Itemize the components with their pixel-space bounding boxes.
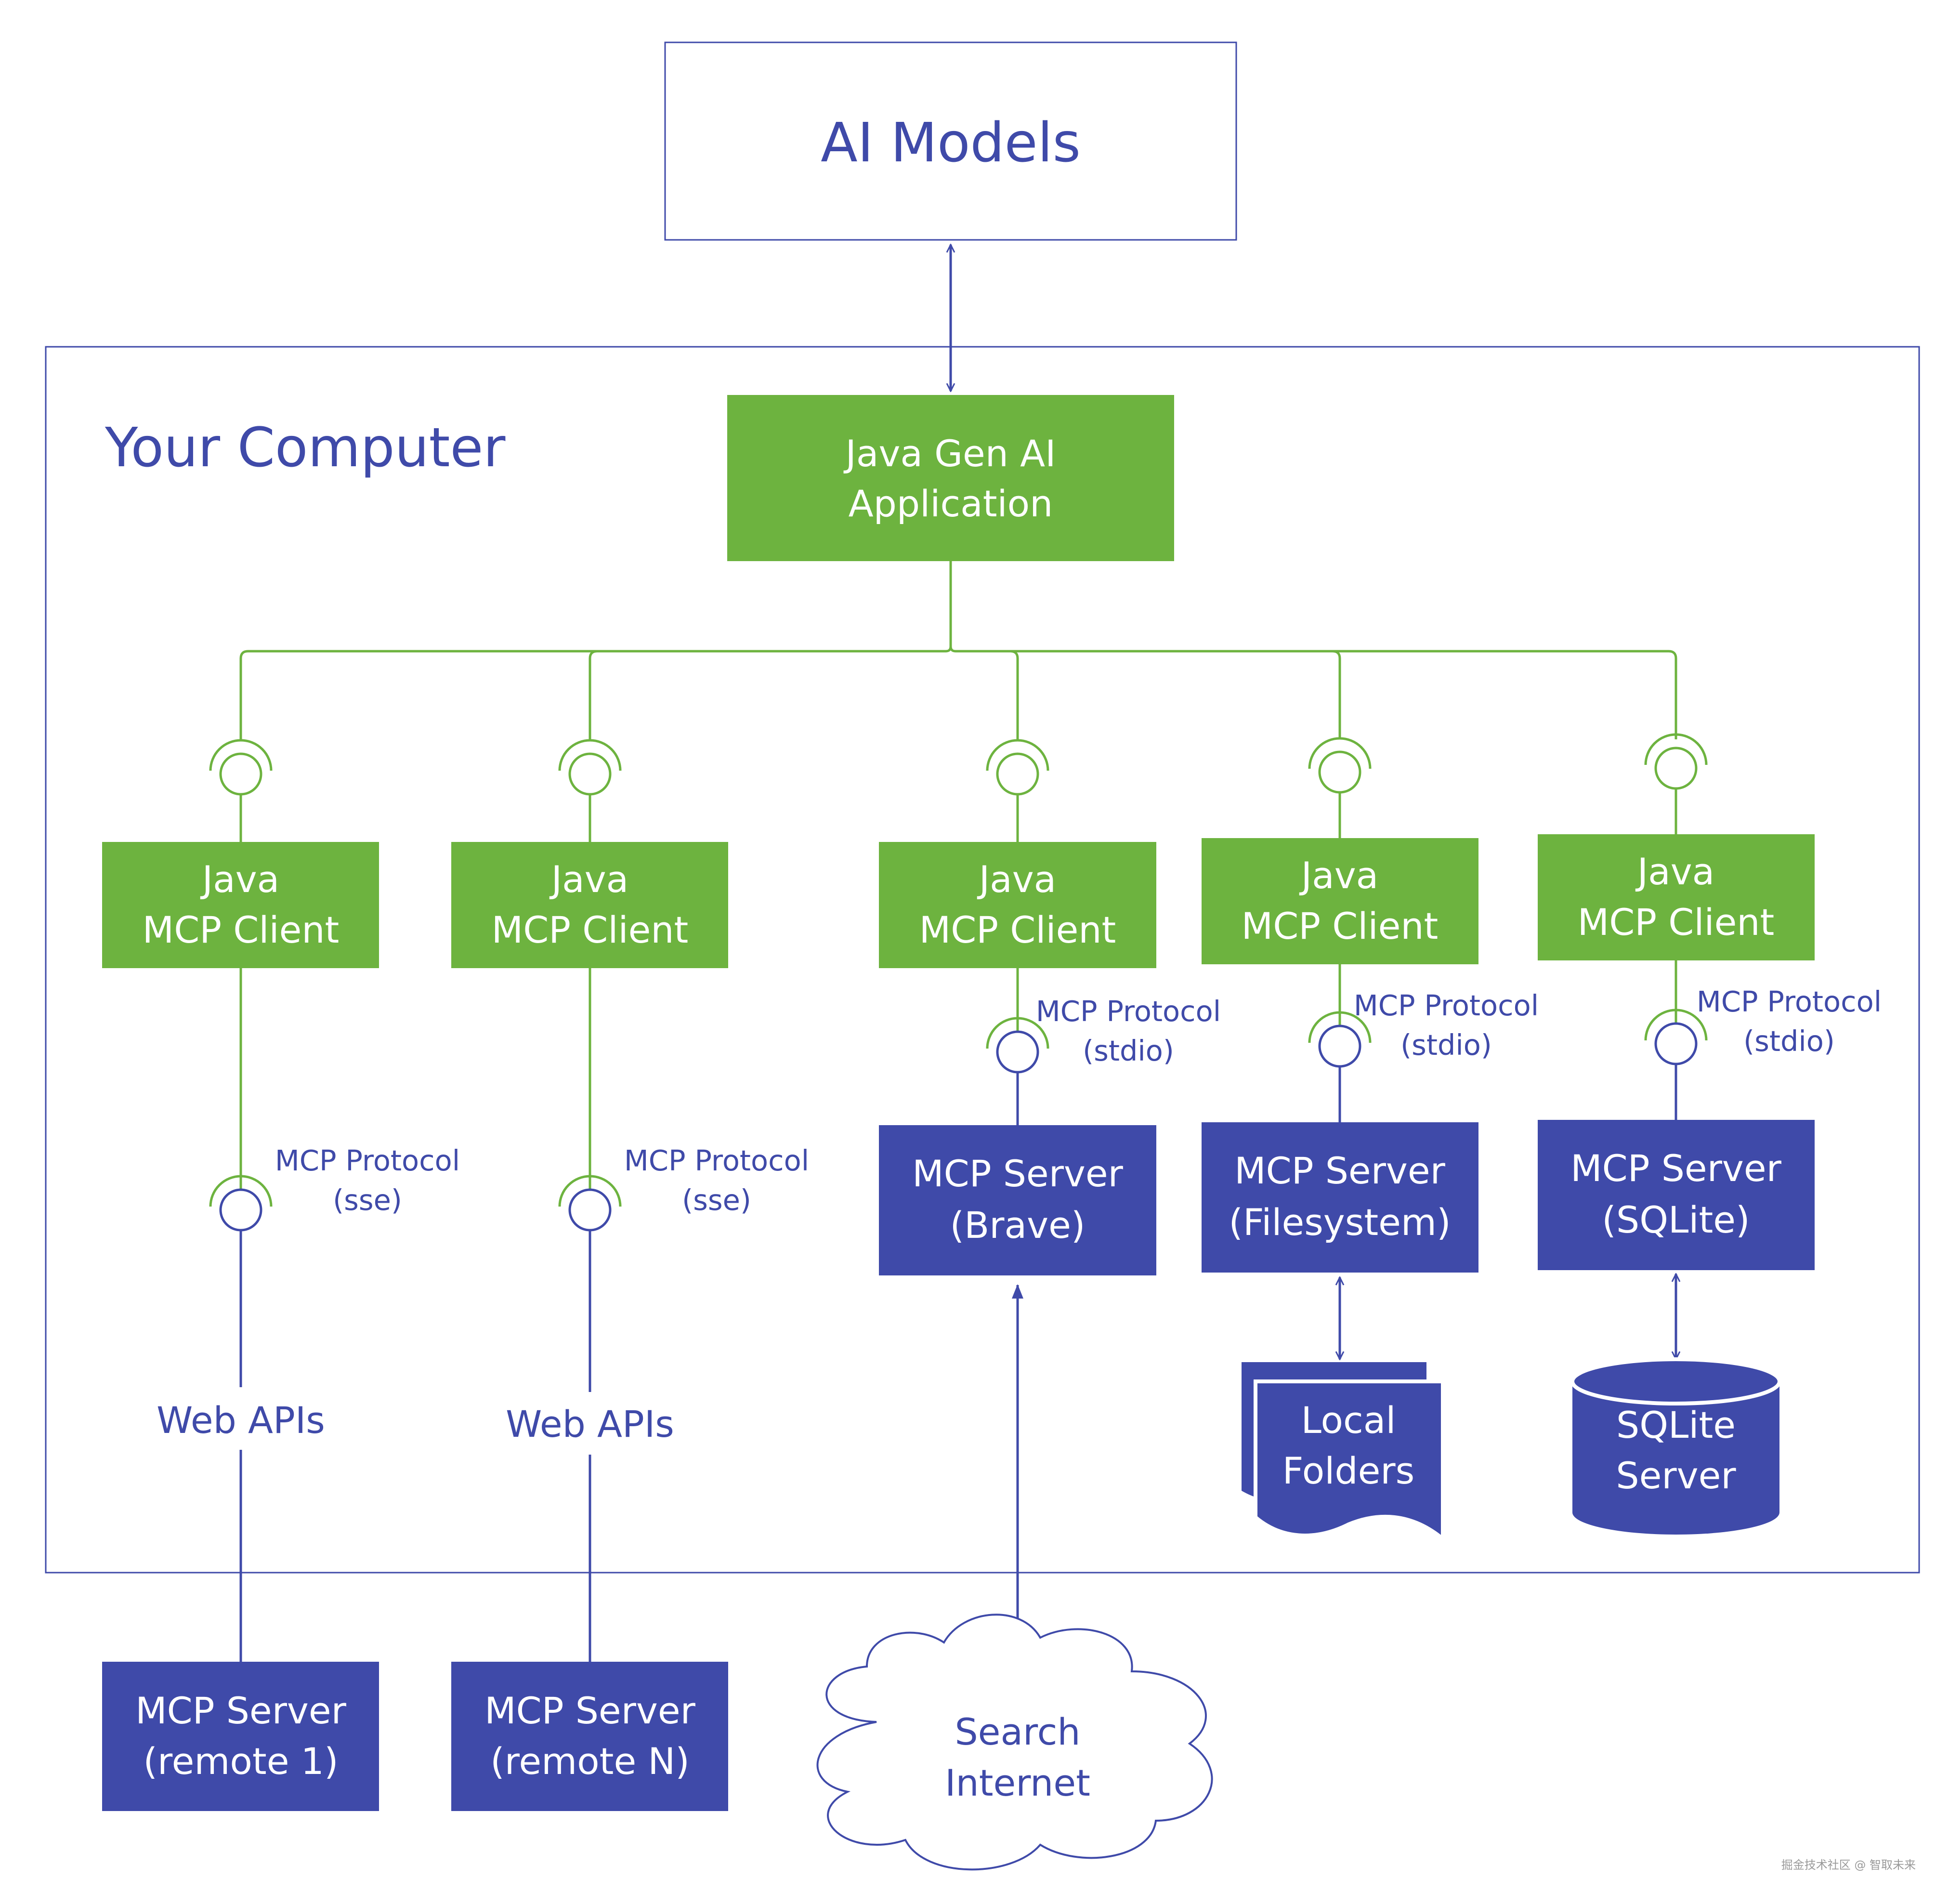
java-mcp-client-5: Java MCP Client: [1538, 834, 1815, 960]
mcp-server-remote-n: MCP Server (remote N): [451, 1662, 728, 1811]
server-sqlite-line1: MCP Server: [1570, 1147, 1782, 1190]
protocol-3-line1: MCP Protocol: [1036, 995, 1221, 1028]
server-filesystem-line2: (Filesystem): [1229, 1201, 1451, 1244]
app-label-line1: Java Gen AI: [843, 432, 1056, 475]
web-apis-label-1: Web APIs: [157, 1399, 325, 1442]
ai-models-label: AI Models: [821, 112, 1081, 174]
remote-n-line2: (remote N): [490, 1740, 690, 1783]
internet-line1: Search: [955, 1710, 1080, 1753]
server-brave-line2: (Brave): [950, 1204, 1086, 1247]
protocol-label-2: MCP Protocol (sse): [624, 1144, 809, 1217]
internet-line2: Internet: [945, 1761, 1090, 1804]
protocol-3-line2: (stdio): [1083, 1034, 1174, 1067]
java-gen-ai-application: Java Gen AI Application: [727, 395, 1174, 561]
watermark-text: 掘金技术社区 @ 智取未来: [1781, 1858, 1916, 1872]
stdio-link-3: [986, 968, 1049, 1125]
client-interface-1: [209, 739, 273, 842]
protocol-label-5: MCP Protocol (stdio): [1697, 985, 1882, 1058]
server-filesystem-line1: MCP Server: [1234, 1149, 1446, 1192]
mcp-server-filesystem: MCP Server (Filesystem): [1202, 1122, 1478, 1273]
remote-n-line1: MCP Server: [484, 1689, 696, 1732]
client-1-line2: MCP Client: [143, 908, 340, 951]
sqlite-database: SQLite Server: [1570, 1357, 1781, 1535]
local-folders-line2: Folders: [1282, 1449, 1414, 1492]
web-apis-label-2: Web APIs: [506, 1403, 674, 1445]
protocol-5-line2: (stdio): [1743, 1024, 1835, 1058]
java-mcp-client-4: Java MCP Client: [1202, 838, 1478, 964]
client-interface-4: [1308, 737, 1372, 838]
protocol-2-line2: (sse): [682, 1183, 751, 1217]
computer-boundary: Your Computer: [45, 346, 1920, 1574]
protocol-4-line1: MCP Protocol: [1354, 989, 1539, 1022]
protocol-4-line2: (stdio): [1400, 1028, 1492, 1062]
mcp-server-sqlite: MCP Server (SQLite): [1538, 1120, 1815, 1270]
stdio-link-4: [1308, 964, 1372, 1122]
client-3-line1: Java: [977, 858, 1057, 901]
server-brave-line1: MCP Server: [912, 1152, 1124, 1195]
internet-cloud: Search Internet: [816, 1614, 1213, 1871]
java-mcp-client-3: Java MCP Client: [879, 842, 1156, 968]
remote-1-line2: (remote 1): [143, 1740, 338, 1783]
protocol-label-3: MCP Protocol (stdio): [1036, 995, 1221, 1067]
client-5-line2: MCP Client: [1578, 901, 1775, 944]
client-1-line1: Java: [200, 858, 280, 901]
server-sqlite-line2: (SQLite): [1602, 1198, 1750, 1241]
protocol-2-line1: MCP Protocol: [624, 1144, 809, 1177]
client-4-line2: MCP Client: [1242, 905, 1439, 947]
ai-models-box: AI Models: [664, 41, 1237, 241]
sse-link-2: [558, 968, 622, 1662]
stdio-link-5: [1644, 960, 1708, 1120]
mcp-server-remote-1: MCP Server (remote 1): [102, 1662, 379, 1811]
protocol-label-4: MCP Protocol (stdio): [1354, 989, 1539, 1062]
java-mcp-client-2: Java MCP Client: [451, 842, 728, 968]
java-mcp-client-1: Java MCP Client: [102, 842, 379, 968]
protocol-5-line1: MCP Protocol: [1697, 985, 1882, 1018]
computer-label: Your Computer: [105, 417, 506, 479]
client-5-line1: Java: [1635, 850, 1715, 893]
client-interface-5: [1644, 733, 1708, 834]
sse-link-1: [209, 968, 273, 1662]
client-2-line2: MCP Client: [492, 908, 689, 951]
client-4-line1: Java: [1299, 854, 1379, 897]
client-3-line2: MCP Client: [919, 908, 1116, 951]
app-label-line2: Application: [849, 482, 1053, 525]
app-connector-tree: [239, 561, 1677, 739]
protocol-1-line2: (sse): [333, 1183, 402, 1217]
client-2-line1: Java: [549, 858, 629, 901]
sqlite-db-line1: SQLite: [1616, 1404, 1736, 1446]
client-interface-symbols: [209, 733, 1708, 842]
remote-1-line1: MCP Server: [135, 1689, 347, 1732]
mcp-server-brave: MCP Server (Brave): [879, 1125, 1156, 1275]
local-folders-line1: Local: [1301, 1399, 1396, 1442]
protocol-1-line1: MCP Protocol: [275, 1144, 460, 1177]
client-interface-3: [986, 739, 1049, 842]
sqlite-db-line2: Server: [1616, 1454, 1736, 1497]
client-interface-2: [558, 739, 622, 842]
protocol-label-1: MCP Protocol (sse): [275, 1144, 460, 1217]
local-folders: Local Folders: [1242, 1362, 1445, 1543]
